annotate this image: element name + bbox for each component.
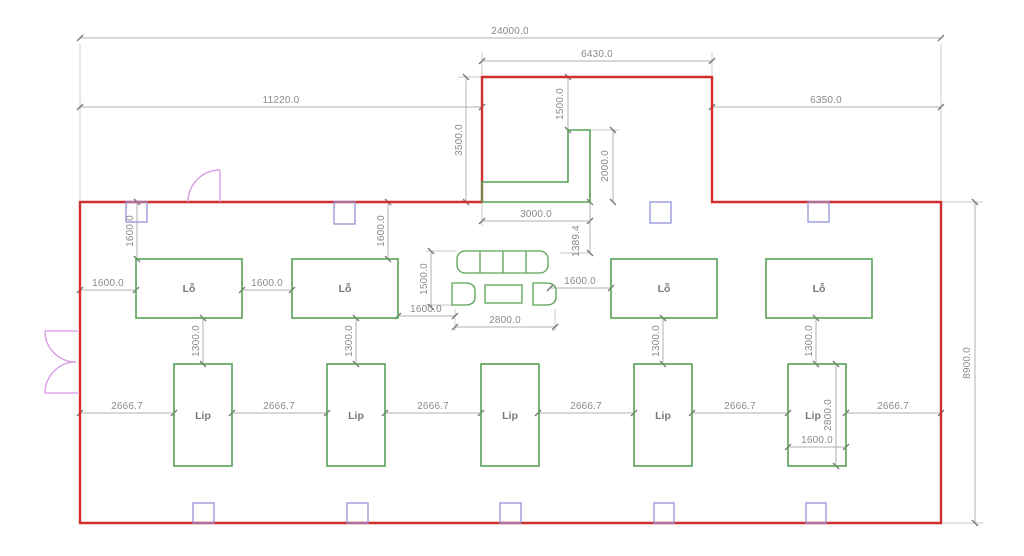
dim-kiln-lip-gap-4: 1300.0 [804,325,815,357]
door-swing-arc-lower [44,361,77,394]
double-door-left [44,330,78,394]
coffee-table [484,284,523,304]
dim-top-left-span: 11220.0 [263,95,300,106]
dim-kiln-offset-b: 1600.0 [251,278,283,289]
kiln-label-2: Lỗ [339,282,352,295]
single-door-top [187,169,221,203]
dim-kiln-lip-gap-1: 1300.0 [191,325,202,357]
dimension-text-layer: 24000.0 6430.0 11220.0 6350.0 3000.0 160… [92,26,973,446]
kiln-label-1: Lỗ [183,282,196,295]
kiln-3 [610,258,718,319]
column-bottom-4 [653,502,675,524]
lip-5 [787,363,847,467]
dim-kiln-lip-gap-2: 1300.0 [344,325,355,357]
dim-lip-spacing-5: 2666.7 [724,401,756,412]
dim-kiln-top-offset-2: 1600.0 [376,215,387,247]
dim-recess-offset: 1500.0 [555,88,566,120]
lip-1 [173,363,233,467]
column-top-4 [807,201,830,223]
dim-protrusion-width: 6430.0 [581,49,613,60]
recess-outline [481,129,591,203]
dim-lip-width: 1600.0 [801,435,833,446]
door-swing-arc [187,169,221,203]
dim-recess-height: 2000.0 [600,150,611,182]
lip-label-1: Lip [195,410,211,422]
dim-lip-spacing-4: 2666.7 [570,401,602,412]
dim-kiln-lip-gap-3: 1300.0 [651,325,662,357]
equipment-layer [135,129,873,467]
dim-lip-spacing-3: 2666.7 [417,401,449,412]
lip-label-3: Lip [502,410,518,422]
dim-sofa-height: 1500.0 [419,263,430,295]
doors-layer [44,169,221,394]
room-label-layer: Lỗ Lỗ Lỗ Lỗ Lip Lip Lip Lip Lip [183,282,826,422]
lip-label-5: Lip [805,410,821,422]
dim-lip-spacing-1: 2666.7 [111,401,143,412]
column-top-1 [125,201,148,223]
dim-overall-width: 24000.0 [491,26,529,37]
dim-lip-height: 2800.0 [823,399,834,431]
column-top-3 [649,201,672,224]
dim-building-height: 8900.0 [962,347,973,379]
dim-kiln-offset-c: 1600.0 [410,304,442,315]
dim-top-right-span: 6350.0 [810,95,842,106]
kiln-2 [291,258,399,319]
kiln-label-3: Lỗ [658,282,671,295]
column-top-2 [333,201,356,225]
dim-lip-spacing-2: 2666.7 [263,401,295,412]
lip-3 [480,363,540,467]
building-walls [78,75,943,525]
extension-lines [79,44,983,524]
kiln-4 [765,258,873,319]
dim-protrusion-height: 3500.0 [454,124,465,156]
armchair-left [451,282,476,306]
lip-label-4: Lip [655,410,671,422]
kiln-1 [135,258,243,319]
armchair-right [532,282,557,306]
sofa-set [451,250,557,306]
outer-wall-outline [78,75,943,525]
column-bottom-5 [805,502,827,524]
column-bottom-2 [346,502,369,524]
lip-4 [633,363,693,467]
column-bottom-1 [192,502,215,524]
lip-label-2: Lip [348,410,364,422]
dim-kiln-top-offset-1: 1600.0 [125,215,136,247]
dim-lip-spacing-6: 2666.7 [877,401,909,412]
column-bottom-3 [499,502,522,524]
columns-layer [125,201,830,524]
door-swing-arc-upper [44,330,77,363]
kiln-label-4: Lỗ [813,282,826,295]
dim-kiln-offset-d: 1600.0 [564,276,596,287]
dim-sofa-width: 2800.0 [489,315,521,326]
dim-recess-width: 3000.0 [520,209,552,220]
dimension-lines [76,34,979,527]
lip-2 [326,363,386,467]
dim-wall-to-sofa: 1389.4 [571,225,582,257]
dim-kiln-offset-a: 1600.0 [92,278,124,289]
